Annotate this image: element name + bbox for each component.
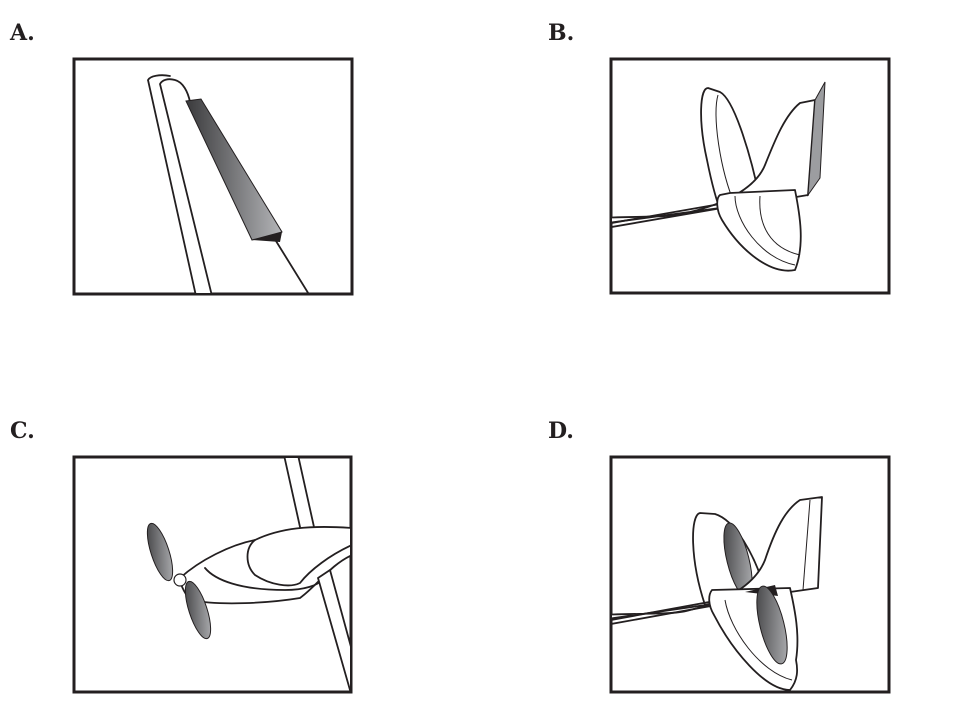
panel-b-label: B. [548,20,574,46]
panel-b: B. [548,20,891,295]
panel-c: C. [10,418,353,694]
panel-a: A. [9,20,354,296]
wing-tip [147,74,310,293]
panel-c-label: C. [10,418,35,444]
panel-d: D. [548,418,891,694]
propeller-blade [184,580,212,640]
rudder-highlight [807,81,826,197]
elevator-highlight [756,585,788,665]
panel-d-label: D. [548,418,574,444]
propeller-blade [146,522,174,582]
tail-section-elevator [612,496,823,691]
panel-a-label: A. [9,20,35,46]
nose-section [146,458,350,691]
panel-a-frame [72,57,354,296]
spinner-icon [173,573,187,587]
tail-section [612,81,826,272]
